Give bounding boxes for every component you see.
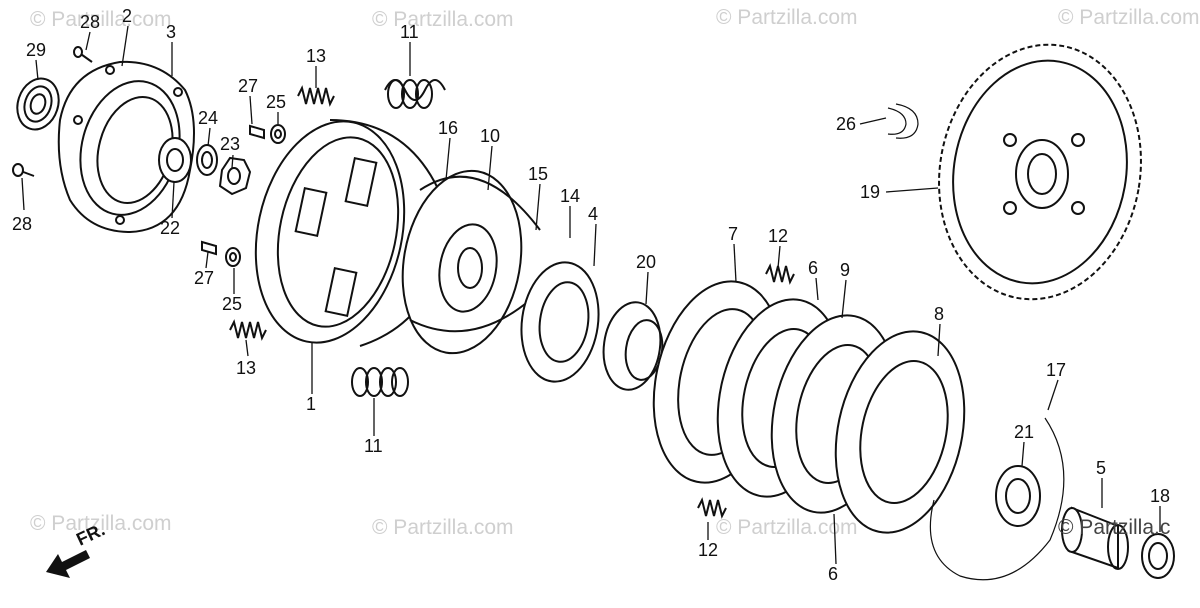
callout-12: 12 [768, 226, 788, 246]
callout-11: 11 [364, 436, 383, 456]
callout-10: 10 [480, 126, 500, 146]
callout-20: 20 [636, 252, 656, 272]
callout-12: 12 [698, 540, 718, 560]
callout-23: 23 [220, 134, 240, 154]
callout-27: 27 [238, 76, 258, 96]
pressure-plate-part [834, 330, 966, 534]
callout-13: 13 [306, 46, 326, 66]
callout-6: 6 [828, 564, 838, 584]
callout-3: 3 [166, 22, 176, 42]
callout-9: 9 [840, 260, 850, 280]
circlip-part [887, 103, 919, 139]
washer-part [196, 144, 218, 176]
callout-16: 16 [438, 118, 458, 138]
watermark: © Partzilla.com [372, 516, 514, 539]
callout-19: 19 [860, 182, 880, 202]
callout-11: 11 [400, 22, 419, 42]
callout-25: 25 [222, 294, 242, 314]
callout-26: 26 [836, 114, 856, 134]
leader-lines [21, 25, 1161, 565]
callout-22: 22 [160, 218, 180, 238]
callout-7: 7 [728, 224, 738, 244]
callout-2: 2 [122, 6, 132, 26]
watermark: © Partzilla.c [1058, 516, 1170, 539]
collar-part [602, 301, 664, 391]
callout-28: 28 [12, 214, 32, 234]
screw-part [12, 46, 93, 177]
nut-part [158, 137, 192, 183]
callout-29: 29 [26, 40, 46, 60]
watermark: © Partzilla.com [716, 6, 858, 29]
callout-17: 17 [1046, 360, 1066, 380]
watermark: © Partzilla.com [1058, 6, 1200, 29]
spring-part [229, 85, 335, 341]
callout-labels: 28 2 3 29 28 22 24 23 27 25 27 25 13 13 … [12, 6, 1170, 584]
snap-ring-part [929, 417, 1065, 581]
callout-25: 25 [266, 92, 286, 112]
bearing-part [16, 77, 60, 131]
callout-28: 28 [80, 12, 100, 32]
driven-gear-part [938, 43, 1142, 301]
callout-24: 24 [198, 108, 218, 128]
callout-6: 6 [808, 258, 818, 278]
watermark: © Partzilla.com [30, 512, 172, 535]
bolt-part [201, 124, 286, 267]
callout-14: 14 [560, 186, 580, 206]
weight-assembly-part [401, 169, 541, 355]
callout-15: 15 [528, 164, 548, 184]
small-spring-part [697, 263, 795, 519]
callout-5: 5 [1096, 458, 1106, 478]
callout-13: 13 [236, 358, 256, 378]
watermark: © Partzilla.com [716, 516, 858, 539]
watermark: © Partzilla.com [372, 8, 514, 31]
callout-1: 1 [306, 394, 316, 414]
callout-21: 21 [1014, 422, 1034, 442]
callout-8: 8 [934, 304, 944, 324]
gear-part [995, 465, 1041, 527]
callout-18: 18 [1150, 486, 1170, 506]
needle-bearing-part [1061, 506, 1129, 570]
callout-4: 4 [588, 204, 598, 224]
lock-washer-part [218, 156, 252, 196]
seal-part [1141, 533, 1175, 579]
watermark: © Partzilla.com [30, 8, 172, 31]
one-way-clutch-part [520, 261, 600, 383]
clutch-spring-part [351, 79, 446, 397]
watermarks: © Partzilla.com © Partzilla.com © Partzi… [30, 6, 1200, 539]
callout-27: 27 [194, 268, 214, 288]
